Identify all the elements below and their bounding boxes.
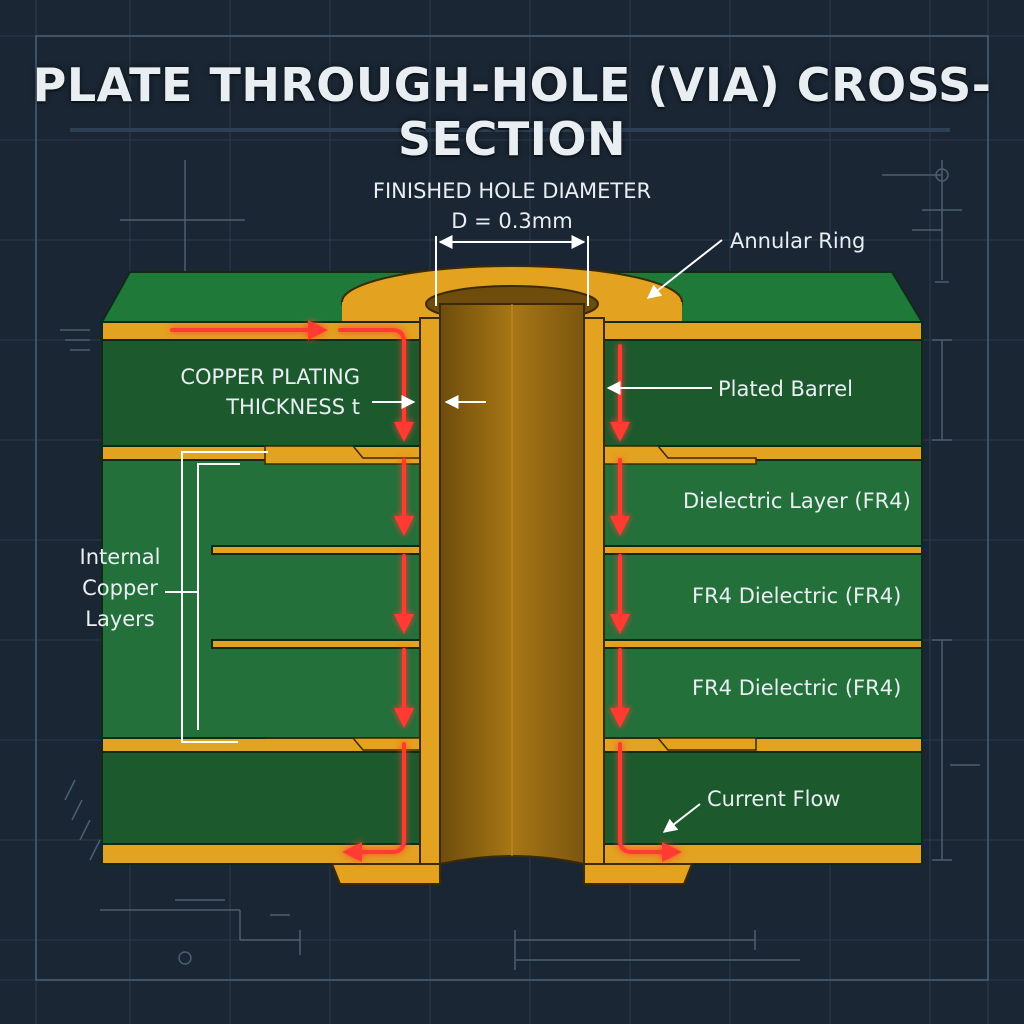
left-board-stack (101, 321, 423, 865)
right-board-stack (599, 321, 923, 865)
internal-copper-label-line2: Copper (82, 576, 158, 600)
internal-copper-label-line3: Layers (85, 607, 155, 631)
diagram-title: PLATE THROUGH-HOLE (VIA) CROSS-SECTION (32, 58, 992, 166)
annular-ring-leader (646, 239, 723, 299)
copper-plating-label: COPPER PLATING (180, 365, 360, 389)
internal-copper-bracket (165, 451, 268, 743)
hole-diameter-label: FINISHED HOLE DIAMETER (373, 179, 651, 203)
hole-diameter-value: D = 0.3mm (451, 209, 572, 233)
dielectric-layer-label-3: FR4 Dielectric (FR4) (692, 676, 901, 700)
internal-copper-label-line1: Internal (80, 545, 161, 569)
hole-diameter-dimension (435, 235, 589, 306)
dielectric-layer-label-1: Dielectric Layer (FR4) (683, 489, 911, 513)
barrel-wall-right (583, 317, 605, 885)
plated-barrel-label: Plated Barrel (718, 377, 853, 401)
current-flow-paths (170, 320, 682, 862)
current-flow-label: Current Flow (707, 787, 841, 811)
barrel-wall-left (419, 317, 441, 885)
copper-plating-thickness-label: THICKNESS t (225, 395, 360, 419)
annular-ring-label: Annular Ring (730, 229, 865, 253)
dielectric-layer-label-2: FR4 Dielectric (FR4) (692, 584, 901, 608)
